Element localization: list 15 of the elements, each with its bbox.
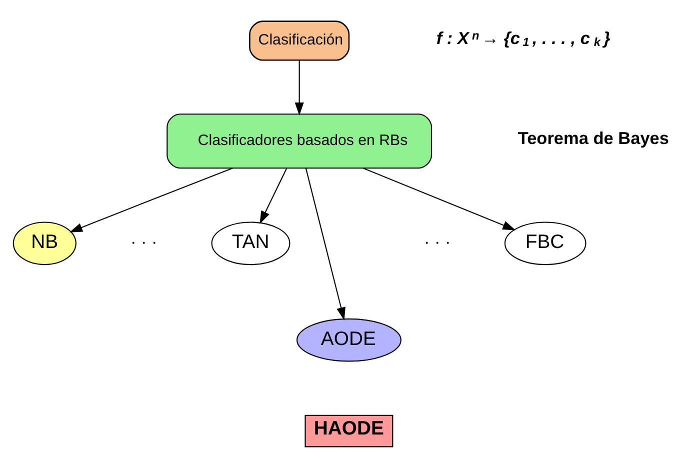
node-ellipse: AODE	[296, 318, 401, 362]
arrow	[362, 167, 516, 230]
label: · · ·	[423, 230, 450, 251]
label: Teorema de Bayes	[517, 128, 669, 148]
node-ellipse: TAN	[210, 221, 290, 265]
arrow	[259, 168, 287, 224]
node-box: HAODE	[304, 414, 393, 447]
arrow	[304, 168, 345, 320]
node-box: Clasificación	[248, 20, 350, 60]
arrow	[68, 167, 232, 232]
node-ellipse: NB	[12, 221, 76, 265]
label: · · ·	[130, 230, 157, 251]
node-box: Clasificadores basados en RBs	[166, 113, 432, 168]
arrow	[294, 60, 304, 115]
node-ellipse: FBC	[504, 221, 586, 265]
